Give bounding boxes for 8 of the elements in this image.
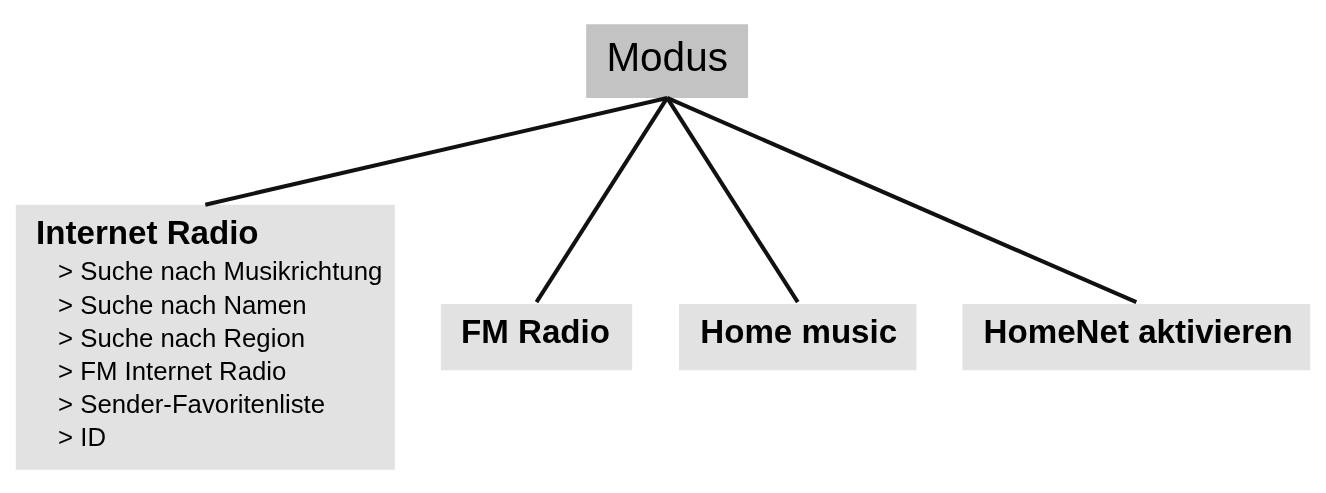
node-box: HomeNet aktivieren bbox=[962, 303, 1311, 370]
node-box: Modus bbox=[586, 23, 749, 98]
node-box: Home music bbox=[679, 303, 917, 370]
node-box: Internet Radio > Suche nach Musikrichtung > Suche nach Namen > Suche nach Region > FM Internet Radio > Sender-Favoritenliste > ID bbox=[15, 204, 395, 470]
connector bbox=[666, 95, 1138, 304]
connector bbox=[204, 95, 668, 207]
connector bbox=[665, 96, 800, 303]
node-box: FM Radio bbox=[440, 303, 633, 370]
